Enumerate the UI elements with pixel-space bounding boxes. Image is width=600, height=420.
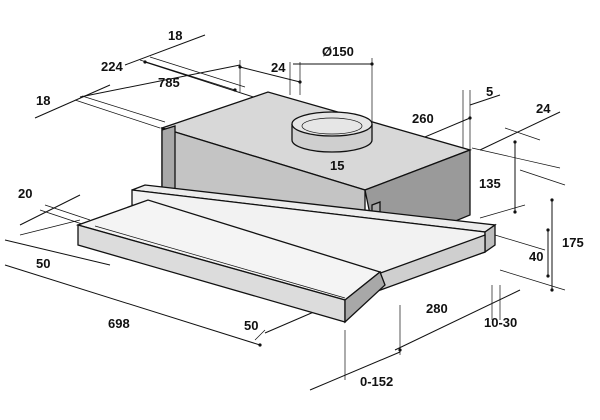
dim-50-left: 50 [36,256,50,271]
dim-50-front: 50 [244,318,258,333]
dim-24-right: 24 [536,101,551,116]
dim-280: 280 [426,301,448,316]
duct-outlet [291,111,373,153]
dim-20: 20 [18,186,32,201]
dim-175: 175 [562,235,584,250]
dim-0-152: 0-152 [360,374,393,389]
dim-18-left: 18 [36,93,50,108]
dim-260: 260 [412,111,434,126]
arrow-ticks [143,60,554,352]
dim-24-top: 24 [271,60,286,75]
dim-224: 224 [101,59,123,74]
dim-785: 785 [158,75,180,90]
lower-frame [131,184,497,293]
dimension-labels: 18 224 18 785 24 Ø150 5 260 24 15 135 17… [18,28,584,389]
dim-40: 40 [529,249,543,264]
front-visor [75,199,386,324]
dim-15: 15 [330,158,344,173]
dim-5: 5 [486,84,493,99]
dim-diameter-150: Ø150 [322,44,354,59]
dim-10-30: 10-30 [484,315,517,330]
dim-18-top: 18 [168,28,182,43]
dim-135: 135 [479,176,501,191]
dim-698: 698 [108,316,130,331]
